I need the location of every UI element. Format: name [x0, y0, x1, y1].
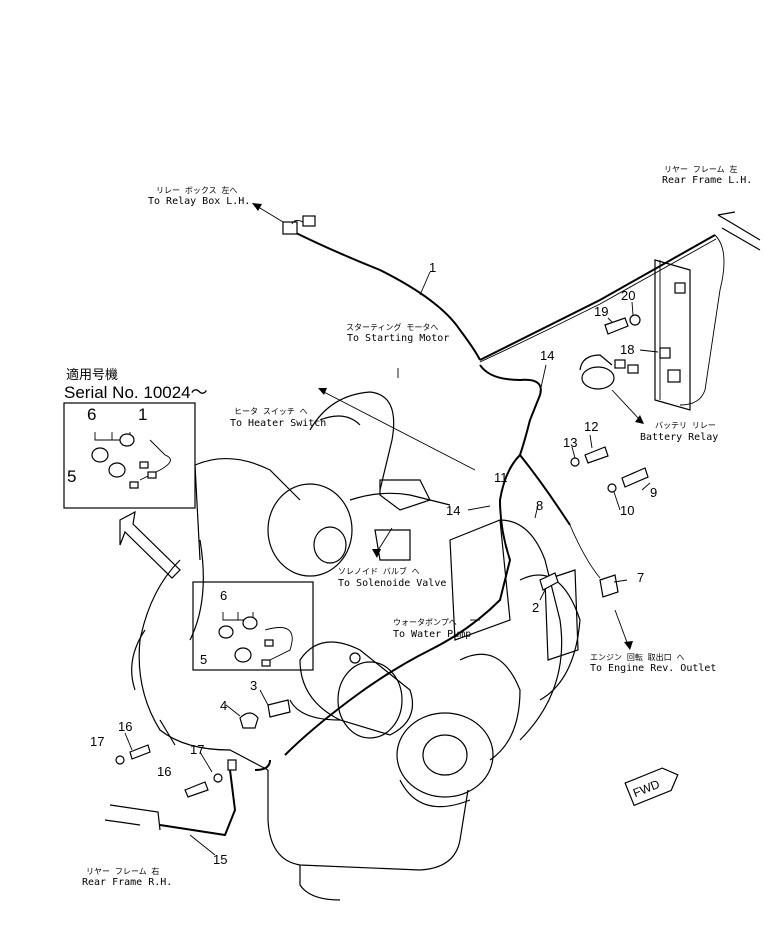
part-20: 20	[621, 288, 635, 303]
part-11: 11	[494, 470, 508, 485]
starting-motor-en: To Starting Motor	[347, 333, 449, 344]
battery-relay-jp: バッテリ リレー	[655, 421, 716, 430]
fwd-label: FWD	[631, 777, 662, 800]
part-4: 4	[220, 698, 227, 713]
heater-switch-jp: ヒータ スイッチ へ	[234, 407, 308, 416]
starting-motor-jp: スターティング モータへ	[346, 322, 438, 332]
part-16-right: 16	[157, 764, 171, 779]
part-numbers: 1 2 3 4 7 8 9 10 11 12 13 14 14 15 16 16…	[67, 260, 657, 867]
part-14-upper: 14	[540, 348, 554, 363]
rear-frame-lh-en: Rear Frame L.H.	[662, 175, 752, 186]
inset2-part-5: 5	[200, 652, 207, 667]
part-12: 12	[584, 419, 598, 434]
part-13: 13	[563, 435, 577, 450]
callout-labels: リレー ボックス 左へ To Relay Box L.H. リヤー フレーム 左…	[64, 164, 752, 888]
part-17-left: 17	[90, 734, 104, 749]
water-pump-jp: ウォータポンプへ	[393, 618, 457, 627]
inset-box-2	[192, 581, 314, 671]
part-16-left: 16	[118, 719, 132, 734]
relay-box-lh-en: To Relay Box L.H.	[148, 196, 250, 207]
engine-rev-outlet-jp: エンジン 回転 取出口 へ	[590, 652, 684, 662]
engine-body	[131, 391, 581, 901]
part-10: 10	[620, 503, 634, 518]
battery-relay-en: Battery Relay	[640, 432, 718, 443]
part-3: 3	[250, 678, 257, 693]
main-harness	[254, 215, 725, 771]
inset1-part-1: 1	[138, 405, 147, 424]
inset1-part-5: 5	[67, 467, 76, 486]
relay-box-lh-jp: リレー ボックス 左へ	[156, 185, 237, 195]
inset1-part-6: 6	[87, 405, 96, 424]
rear-frame-rh	[104, 804, 161, 831]
serial-label-jp: 適用号機	[66, 367, 118, 382]
rear-frame-lh	[717, 211, 761, 251]
bolts	[115, 314, 649, 837]
rear-frame-rh-jp: リヤー フレーム 右	[86, 866, 159, 876]
heater-switch-en: To Heater Switch	[230, 418, 326, 429]
inset2-part-6: 6	[220, 588, 227, 603]
callout-arrows	[119, 203, 644, 650]
part-19: 19	[594, 304, 608, 319]
part-9: 9	[650, 485, 657, 500]
part-14-lower: 14	[446, 503, 460, 518]
part-17-right: 17	[190, 742, 204, 757]
solenoide-valve-en: To Solenoide Valve	[338, 578, 446, 589]
sensors	[239, 524, 619, 729]
engine-rev-outlet-en: To Engine Rev. Outlet	[590, 663, 716, 674]
part-2: 2	[532, 600, 539, 615]
water-pump-en: To Water Pump	[393, 629, 471, 640]
inset-box-serial	[63, 402, 196, 509]
fwd-badge: FWD	[624, 767, 679, 807]
leader-lines	[124, 271, 659, 856]
serial-label-en: Serial No. 10024～	[64, 383, 208, 402]
solenoide-valve-jp: ソレノイド バルブ へ	[338, 566, 420, 576]
part-15: 15	[213, 852, 227, 867]
rear-frame-rh-en: Rear Frame R.H.	[82, 877, 172, 888]
part-7: 7	[637, 570, 644, 585]
part-18: 18	[620, 342, 634, 357]
battery-relay	[579, 354, 639, 390]
rear-frame-lh-jp: リヤー フレーム 左	[664, 164, 737, 174]
part-1: 1	[429, 260, 436, 275]
relay-bracket	[654, 259, 691, 411]
part-8: 8	[536, 498, 543, 513]
